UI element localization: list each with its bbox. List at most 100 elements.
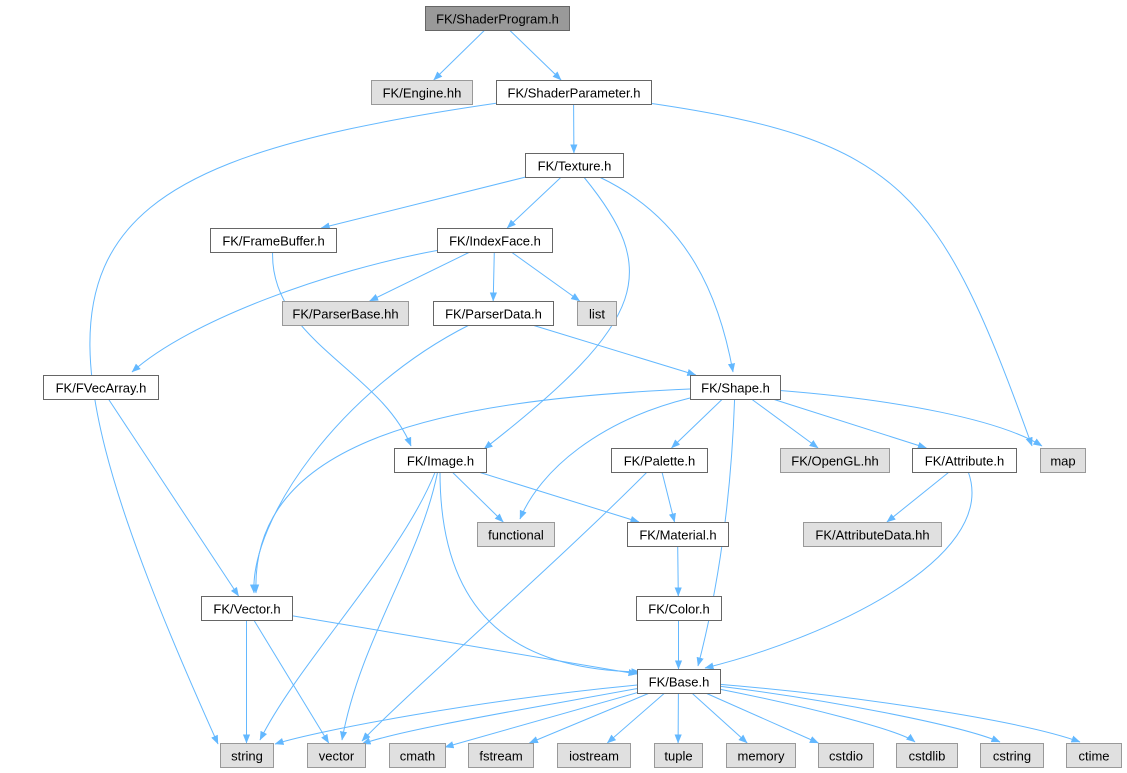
edge-base-to-cstdio bbox=[705, 692, 819, 744]
node-label: memory bbox=[738, 749, 785, 764]
node-label: FK/FrameBuffer.h bbox=[222, 234, 324, 249]
edges-layer bbox=[89, 29, 1081, 749]
edge-texture-to-indexface bbox=[506, 176, 562, 229]
node-parserdata[interactable]: FK/ParserData.h bbox=[433, 301, 554, 326]
node-label: string bbox=[231, 749, 263, 764]
node-label: FK/OpenGL.hh bbox=[791, 454, 878, 469]
edge-palette-to-vector bbox=[361, 471, 648, 742]
node-indexface[interactable]: FK/IndexFace.h bbox=[437, 228, 553, 253]
node-fstream: fstream bbox=[468, 743, 534, 768]
node-memory: memory bbox=[726, 743, 796, 768]
edge-base-to-cstdlib bbox=[719, 688, 916, 743]
node-label: map bbox=[1050, 454, 1075, 469]
node-label: FK/Color.h bbox=[648, 602, 709, 617]
node-label: FK/ParserBase.hh bbox=[292, 307, 398, 322]
node-box bbox=[803, 522, 942, 547]
edge-base-to-cstring bbox=[719, 685, 1001, 743]
edge-shaderprogram-to-engine bbox=[433, 29, 486, 81]
node-box bbox=[912, 448, 1017, 473]
edge-base-to-memory bbox=[691, 692, 748, 744]
node-box bbox=[654, 743, 703, 768]
node-label: FK/Attribute.h bbox=[925, 454, 1004, 469]
edge-base-to-ctime bbox=[719, 683, 1081, 743]
node-label: list bbox=[589, 307, 605, 322]
edge-shaderparameter-to-string bbox=[89, 102, 497, 745]
edge-shaderprogram-to-shaderparameter bbox=[509, 29, 562, 81]
node-material[interactable]: FK/Material.h bbox=[627, 522, 729, 547]
node-fvecarray[interactable]: FK/FVecArray.h bbox=[43, 375, 159, 400]
edge-palette-to-material bbox=[661, 471, 676, 523]
edge-shape-to-opengl bbox=[751, 398, 819, 449]
node-cstdio: cstdio bbox=[818, 743, 874, 768]
edge-vector_h-to-base bbox=[291, 615, 638, 677]
node-label: FK/IndexFace.h bbox=[449, 234, 541, 249]
node-functional: functional bbox=[477, 522, 555, 547]
node-box bbox=[627, 522, 729, 547]
edge-image-to-material bbox=[478, 471, 640, 523]
edge-texture-to-framebuffer bbox=[320, 176, 526, 230]
node-parserbase: FK/ParserBase.hh bbox=[282, 301, 409, 326]
node-color[interactable]: FK/Color.h bbox=[636, 596, 722, 621]
edge-attribute-to-base bbox=[704, 471, 973, 670]
node-box bbox=[43, 375, 159, 400]
node-box bbox=[611, 448, 708, 473]
node-box bbox=[220, 743, 274, 768]
node-box bbox=[726, 743, 796, 768]
edge-shaderparameter-to-map bbox=[650, 102, 1033, 447]
node-iostream: iostream bbox=[557, 743, 631, 768]
edge-vector_h-to-vector bbox=[253, 619, 330, 744]
node-engine: FK/Engine.hh bbox=[371, 80, 473, 105]
node-label: FK/Shape.h bbox=[701, 381, 770, 396]
node-opengl: FK/OpenGL.hh bbox=[780, 448, 890, 473]
node-box bbox=[210, 228, 337, 253]
edge-indexface-to-parserdata bbox=[489, 251, 497, 302]
node-label: FK/Engine.hh bbox=[383, 86, 462, 101]
node-vector_h[interactable]: FK/Vector.h bbox=[201, 596, 293, 621]
node-label: FK/FVecArray.h bbox=[56, 381, 147, 396]
node-ctime: ctime bbox=[1066, 743, 1122, 768]
node-cstdlib: cstdlib bbox=[896, 743, 958, 768]
node-box bbox=[1066, 743, 1122, 768]
node-texture[interactable]: FK/Texture.h bbox=[525, 153, 624, 178]
node-label: FK/Vector.h bbox=[213, 602, 280, 617]
node-box bbox=[371, 80, 473, 105]
node-list: list bbox=[577, 301, 617, 326]
node-palette[interactable]: FK/Palette.h bbox=[611, 448, 708, 473]
node-label: cmath bbox=[400, 749, 435, 764]
node-label: FK/Material.h bbox=[639, 528, 716, 543]
node-label: FK/ShaderParameter.h bbox=[508, 86, 641, 101]
edge-image-to-vector bbox=[339, 471, 439, 741]
node-label: vector bbox=[319, 749, 355, 764]
node-box bbox=[425, 6, 570, 31]
node-label: iostream bbox=[569, 749, 619, 764]
node-box bbox=[433, 301, 554, 326]
node-box bbox=[896, 743, 958, 768]
edge-attribute-to-attributedata bbox=[886, 471, 950, 523]
edge-framebuffer-to-image bbox=[272, 251, 412, 447]
edge-shape-to-map bbox=[779, 390, 1043, 447]
edge-parserdata-to-shape bbox=[532, 324, 697, 376]
edge-indexface-to-fvecarray bbox=[131, 250, 438, 373]
node-box bbox=[437, 228, 553, 253]
node-image[interactable]: FK/Image.h bbox=[394, 448, 487, 473]
node-box bbox=[577, 301, 617, 326]
node-framebuffer[interactable]: FK/FrameBuffer.h bbox=[210, 228, 337, 253]
node-label: FK/ParserData.h bbox=[445, 307, 542, 322]
node-box bbox=[389, 743, 446, 768]
node-attribute[interactable]: FK/Attribute.h bbox=[912, 448, 1017, 473]
node-shaderprogram: FK/ShaderProgram.h bbox=[425, 6, 570, 31]
edge-shape-to-attribute bbox=[772, 398, 927, 449]
node-box bbox=[557, 743, 631, 768]
node-box bbox=[637, 669, 721, 694]
node-label: FK/Texture.h bbox=[538, 159, 612, 174]
node-cstring: cstring bbox=[980, 743, 1044, 768]
node-base[interactable]: FK/Base.h bbox=[637, 669, 721, 694]
node-box bbox=[307, 743, 366, 768]
edge-image-to-string bbox=[259, 471, 436, 741]
node-shaderparameter[interactable]: FK/ShaderParameter.h bbox=[496, 80, 652, 105]
node-tuple: tuple bbox=[654, 743, 703, 768]
node-box bbox=[525, 153, 624, 178]
edge-texture-to-image bbox=[483, 176, 630, 450]
edge-shape-to-palette bbox=[671, 398, 723, 449]
node-shape[interactable]: FK/Shape.h bbox=[690, 375, 781, 400]
